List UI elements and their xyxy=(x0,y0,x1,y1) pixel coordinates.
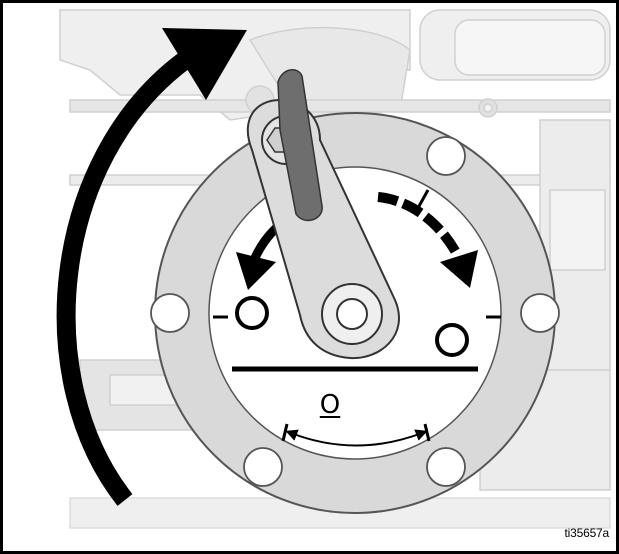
pressure-relief-symbol: O xyxy=(300,392,360,418)
open-position-symbol xyxy=(237,298,267,328)
figure-id-label: ti35657a xyxy=(565,526,609,540)
closed-position-symbol xyxy=(437,325,467,355)
